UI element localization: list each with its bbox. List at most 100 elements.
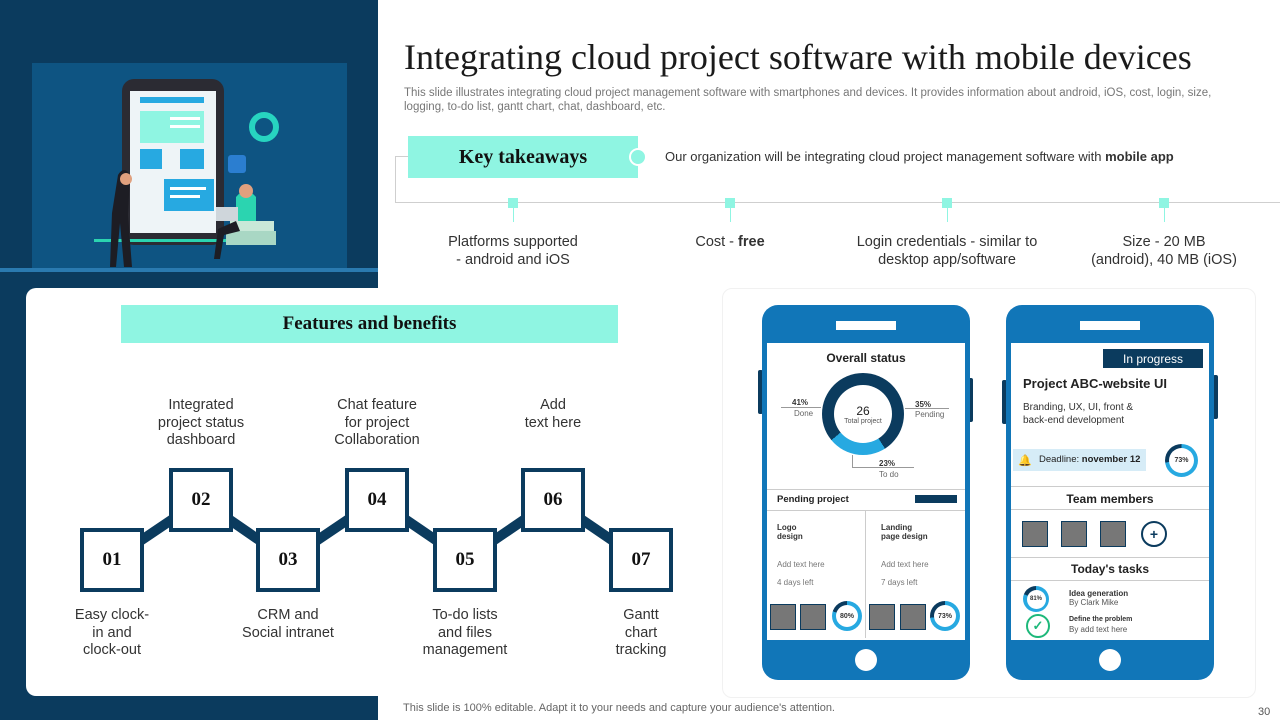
todo-pct: 23% [879,459,896,468]
features-title: Features and benefits [121,305,618,343]
team-avatar [1100,521,1126,547]
pending-project-title: Pending project [777,494,849,505]
phone-speaker [836,321,896,330]
timeline-item-cost: Cost - free [695,234,765,250]
task1-owner: By Clark Mike [1069,598,1119,607]
avatar [869,604,895,630]
done-leader [781,407,821,408]
pending-leader [905,408,949,409]
step-07: 07 [609,528,673,592]
task1-progress-ring: 81% [1023,586,1049,612]
divider [1011,580,1209,581]
progress-ring-col2: 73% [930,601,960,631]
divider [1011,557,1209,558]
step-04: 04 [345,468,409,532]
pending-label: Pending [915,410,945,419]
project-description: Branding, UX, UI, front & back-end devel… [1023,402,1134,426]
project-name: Project ABC-website UI [1023,376,1167,391]
timeline-stem [730,208,731,222]
bell-icon: 🔔 [1018,455,1032,467]
timeline-line [395,202,1280,203]
todo-leader [852,455,853,467]
divider [1011,509,1209,510]
divider [767,510,965,511]
donut-total-label: Total project [844,417,882,425]
col1-text: Add text here [777,560,825,569]
phone-side-button [758,370,763,414]
progress-ring-col2-value: 73% [934,605,956,627]
check-icon[interactable]: ✓ [1026,614,1050,638]
col2-days: 7 days left [881,578,918,587]
phone-side-button [1213,375,1218,419]
timeline-marker [1159,198,1169,208]
deadline-text: Deadline: november 12 [1039,454,1141,465]
step-label-07: Gantt chart tracking [615,607,667,658]
pending-pct: 35% [915,400,932,409]
divider [767,489,965,490]
column-divider [865,510,866,638]
step-01: 01 [80,528,144,592]
step-label-05: To-do lists and files management [422,607,508,658]
step-label-06: Add text here [524,397,582,431]
col2-text: Add text here [881,560,929,569]
phone-home-button[interactable] [1099,649,1121,671]
footer-note: This slide is 100% editable. Adapt it to… [403,702,835,714]
timeline-marker [725,198,735,208]
step-06: 06 [521,468,585,532]
add-member-icon[interactable]: + [1141,521,1167,547]
avatar [770,604,796,630]
col2-title: Landing page design [881,523,928,541]
phone-side-button [1002,380,1007,424]
deadline-progress-value: 73% [1169,448,1194,473]
done-label: Done [794,409,814,418]
task1-title: Idea generation [1069,589,1129,598]
timeline-marker [942,198,952,208]
page-subtitle: This slide illustrates integrating cloud… [404,87,1212,113]
in-progress-badge: In progress [1103,349,1203,368]
task1-progress-value: 81% [1026,589,1046,609]
takeaway-connector [395,156,408,157]
step-05: 05 [433,528,497,592]
takeaway-connector-vertical [395,156,396,203]
step-label-03: CRM and Social intranet [242,607,334,641]
key-takeaways-label: Key takeaways [408,136,638,178]
phone-side-button [968,378,973,422]
deadline-bar [1013,449,1146,471]
timeline-stem [513,208,514,222]
step-02: 02 [169,468,233,532]
timeline-item-platforms: Platforms supported- android and iOS [448,234,578,268]
timeline-stem [947,208,948,222]
avatar [800,604,826,630]
done-pct: 41% [792,398,809,407]
timeline-item-size: Size - 20 MB(android), 40 MB (iOS) [1091,234,1237,268]
deadline-progress-ring: 73% [1165,444,1198,477]
team-members-title: Team members [1066,492,1154,506]
todo-leader-h [852,467,914,468]
team-avatar [1061,521,1087,547]
task2-owner: By add text here [1069,625,1128,634]
phone-speaker [1080,321,1140,330]
overall-status-title: Overall status [826,351,906,365]
step-label-01: Easy clock- in and clock-out [74,607,150,658]
task2-title: Define the problem [1069,616,1133,623]
mobile-team-illustration [94,79,279,267]
takeaway-dot [629,148,647,166]
key-takeaways-bold: mobile app [1105,149,1174,164]
team-avatar [1022,521,1048,547]
col1-title: Logo design [777,523,803,541]
avatar [900,604,926,630]
progress-ring-col1-value: 80% [836,605,858,627]
timeline-stem [1164,208,1165,222]
page-title: Integrating cloud project software with … [404,37,1192,77]
step-03: 03 [256,528,320,592]
donut-total: 26 [856,403,870,418]
illustration-ground [0,268,378,272]
progress-ring-col1: 80% [832,601,862,631]
phone-home-button[interactable] [855,649,877,671]
status-donut: 26 Total project [822,373,904,455]
step-label-02: Integrated project status dashboard [157,397,245,448]
todo-label: To do [879,470,899,479]
pending-project-bar [915,495,957,503]
divider [1011,486,1209,487]
